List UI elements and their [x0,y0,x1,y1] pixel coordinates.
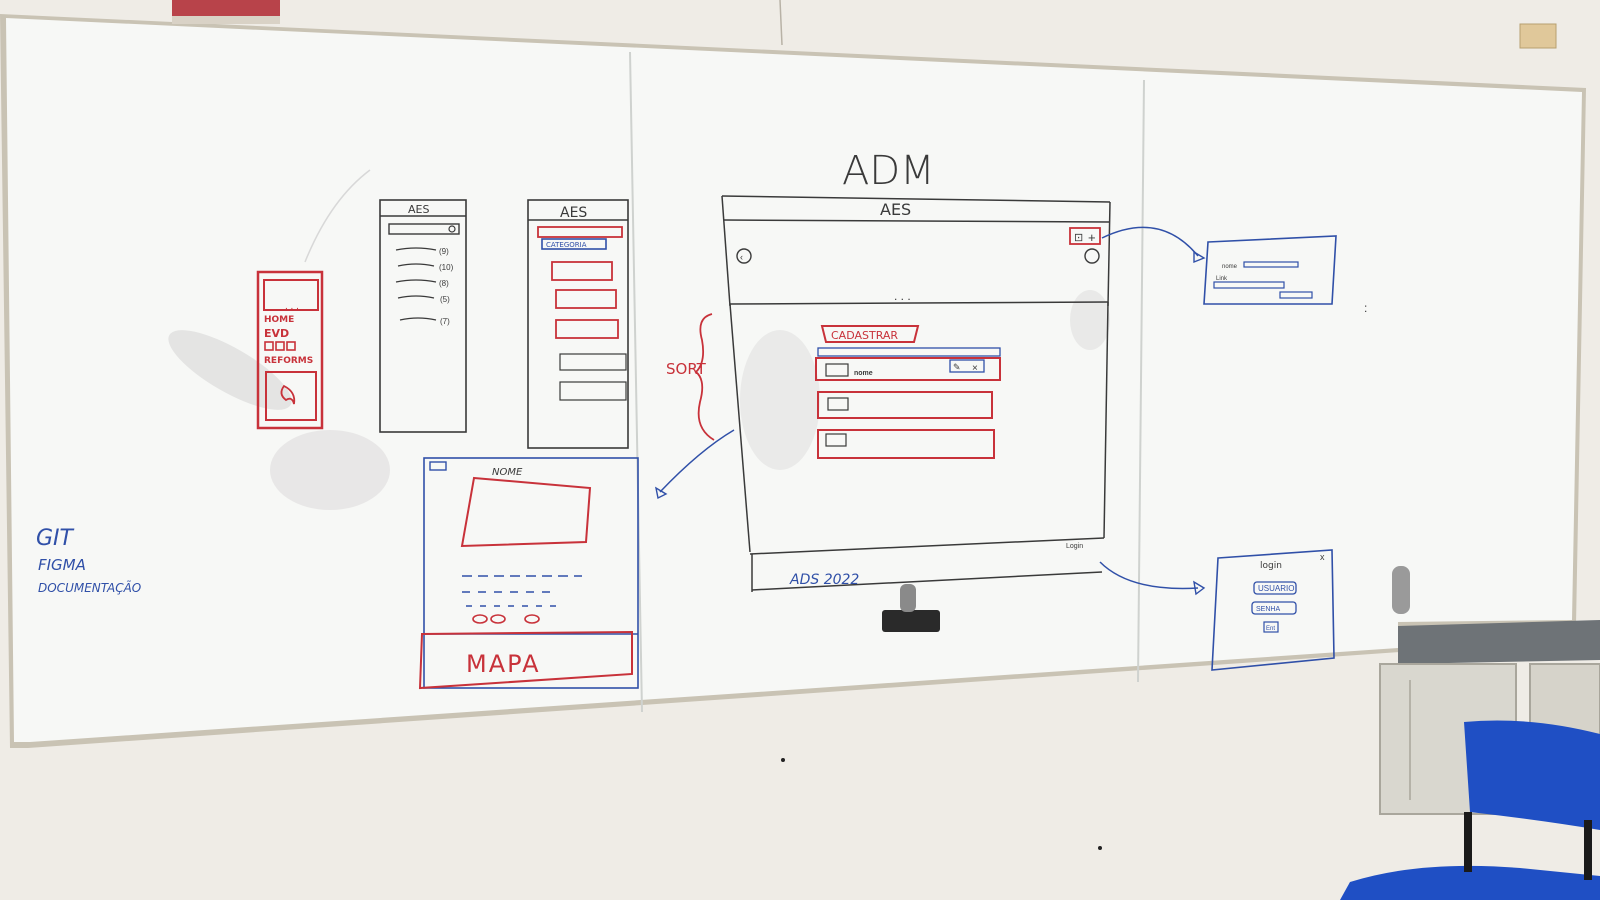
chevron-left-icon [736,248,752,264]
category-screen-sketch: AES CATEGORIA [527,199,629,449]
smudge [740,330,820,470]
detail-screen-title: NOME [492,467,523,478]
svg-text:. . .: . . . [285,301,299,312]
ledge [1398,620,1600,664]
list-count: (8) [439,279,449,288]
arrow-head [655,486,668,500]
list-screen-title: AES [408,203,429,216]
wall-crease [779,0,783,46]
smudge [270,430,390,510]
close-icon: × [972,363,978,374]
arrow-head [1193,580,1206,596]
mobile-menu-sketch: . . . HOME EVD REFORMS [256,270,324,430]
svg-text::: : [1364,301,1367,315]
lock-icon: ⊡ [1074,232,1083,244]
login-user-field: USUARIO [1258,584,1294,593]
top-card-label: nome [1222,264,1238,270]
list-screen-sketch: AES (9) (10) (8) (5) (7) [379,199,467,433]
admin-screen-sketch: AES ‹ ⊡ + . . . CADASTRAR nome ✎ × ADS 2… [721,195,1111,592]
top-card-label: Link [1216,276,1228,282]
sort-label: SORT [666,360,707,378]
blue-chair [1464,720,1600,830]
map-label: MAPA [466,650,540,678]
edit-icon: ✎ [953,362,961,372]
wall-switch [1519,23,1557,49]
list-count: (7) [440,317,450,326]
eraser-clip [882,610,940,632]
faint-arrow [304,169,371,263]
svg-text:‹: ‹ [740,252,743,262]
category-label: CATEGORIA [546,241,587,249]
panel-seam [629,51,643,713]
arrow-to-login [1099,561,1199,590]
panel-seam [1137,79,1145,683]
menu-item-evd: EVD [264,327,289,340]
menu-item-reforms: REFORMS [264,356,313,366]
note-git: GIT [36,526,75,551]
menu-item-home: HOME [264,315,294,325]
adm-heading: ADM [842,148,935,194]
login-password-field: SENHA [1256,606,1280,613]
arrow-head [1193,250,1206,264]
door-handle [1392,566,1410,614]
detail-screen-sketch: NOME MAPA [418,457,639,690]
smudge [1070,290,1110,350]
note-figma: FIGMA [38,556,86,574]
sort-brace [694,313,715,441]
chevron-right-icon [1084,248,1100,264]
note-documentation: DOCUMENTAÇÃO [38,580,141,595]
arrow-to-detail [659,429,735,493]
login-submit: Ent [1266,626,1275,632]
top-card-sketch: nome Link [1203,235,1337,305]
list-count: (10) [439,263,454,272]
category-screen-title: AES [560,205,587,221]
row-label: nome [854,370,873,377]
footer-text: ADS 2022 [789,572,859,588]
close-icon: x [1320,552,1325,562]
list-count: (5) [440,295,450,304]
svg-text:. . .: . . . [894,289,911,303]
smudge [168,330,292,410]
register-button-label: CADASTRAR [831,329,898,342]
login-link: Login [1066,543,1083,550]
admin-window-title: AES [880,200,911,219]
list-count: (9) [439,247,449,256]
arrow-to-top-card [1101,226,1199,257]
whiteboard-surface [6,18,1582,742]
login-card-sketch: login x USUARIO SENHA Ent [1211,549,1335,671]
login-title: login [1260,561,1282,571]
plus-icon: + [1088,230,1096,245]
